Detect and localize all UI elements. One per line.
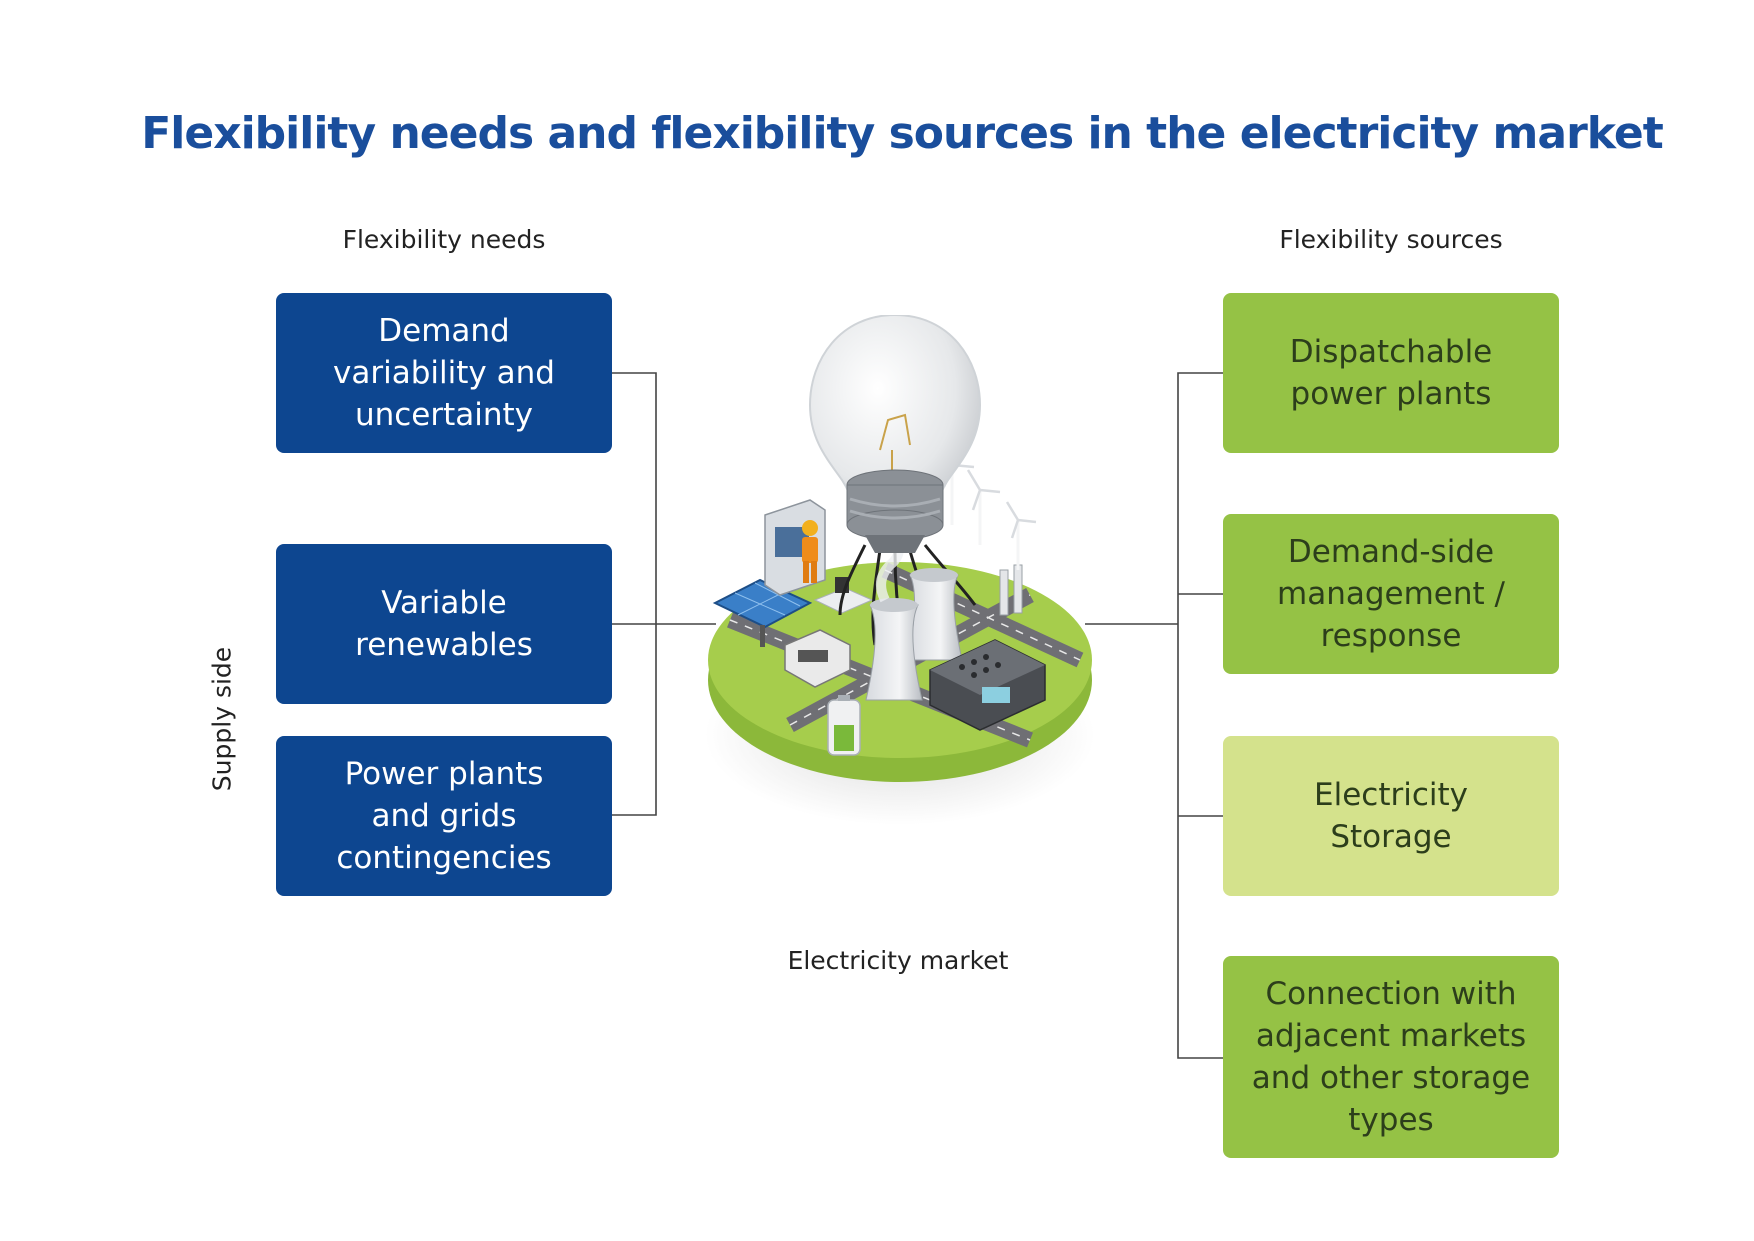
need-line: and grids xyxy=(371,798,517,834)
need-box-demand-variability: Demand variability and uncertainty xyxy=(276,293,612,453)
source-line: management / xyxy=(1277,576,1505,612)
need-line: Power plants xyxy=(344,756,544,792)
diagram-title: Flexibility needs and flexibility source… xyxy=(141,108,1664,159)
source-line: Electricity xyxy=(1314,777,1468,813)
need-line: uncertainty xyxy=(354,397,534,433)
battery-icon xyxy=(827,695,861,756)
need-line: contingencies xyxy=(336,840,552,876)
source-line: Dispatchable xyxy=(1289,334,1493,370)
need-line: renewables xyxy=(355,627,533,663)
electricity-market-label: Electricity market xyxy=(787,946,1009,975)
sources-bracket xyxy=(1177,372,1223,1059)
source-line: Storage xyxy=(1330,819,1452,855)
generator-icon xyxy=(784,629,851,688)
source-box-demand-side-management: Demand-side management / response xyxy=(1223,514,1559,674)
need-box-power-plants-grids: Power plants and grids contingencies xyxy=(276,736,612,896)
needs-bracket xyxy=(612,372,657,816)
flexibility-needs-heading: Flexibility needs xyxy=(342,225,546,254)
flexibility-sources-heading: Flexibility sources xyxy=(1279,225,1503,254)
need-line: Demand xyxy=(378,313,510,349)
source-line: Connection with xyxy=(1265,976,1517,1012)
factory-icon xyxy=(929,639,1046,731)
socket-icon xyxy=(813,577,874,614)
source-line: and other storage xyxy=(1251,1060,1531,1096)
light-bulb-icon xyxy=(808,315,982,553)
source-box-dispatchable-plants: Dispatchable power plants xyxy=(1223,293,1559,453)
source-box-adjacent-markets: Connection with adjacent markets and oth… xyxy=(1223,956,1559,1158)
source-line: adjacent markets xyxy=(1255,1018,1527,1054)
need-line: variability and xyxy=(333,355,555,391)
need-box-variable-renewables: Variable renewables xyxy=(276,544,612,704)
solar-panel-icon xyxy=(712,578,813,647)
source-line: Demand-side xyxy=(1287,534,1495,570)
cooling-towers-icon xyxy=(865,532,963,701)
worker-icon xyxy=(802,520,818,583)
need-line: Variable xyxy=(381,585,507,621)
source-line: response xyxy=(1320,618,1462,654)
source-line: types xyxy=(1348,1102,1434,1138)
source-line: power plants xyxy=(1290,376,1492,412)
source-box-electricity-storage: Electricity Storage xyxy=(1223,736,1559,896)
electricity-market-illustration xyxy=(705,315,1095,825)
